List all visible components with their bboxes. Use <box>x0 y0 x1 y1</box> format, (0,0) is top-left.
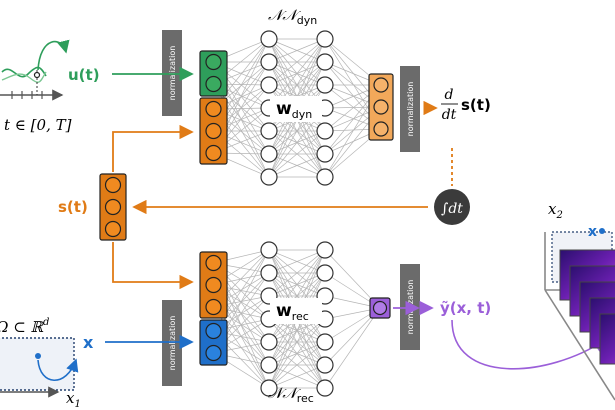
hidden-neuron <box>316 53 334 71</box>
hidden-neuron <box>260 241 278 259</box>
nn-dyn-hidden-layers <box>260 30 334 186</box>
x-sample-point <box>35 353 41 359</box>
connection-edge <box>268 318 326 389</box>
hidden-neuron <box>260 53 278 71</box>
connection-edge <box>268 249 326 297</box>
hidden-neuron <box>316 168 334 186</box>
nn-dyn-output-layer <box>368 73 394 141</box>
x-marker-label: x <box>588 224 597 240</box>
weights-dyn-bg <box>270 96 322 122</box>
nn-dyn-input-layer <box>199 50 228 165</box>
svg-text:normalization: normalization <box>406 280 415 335</box>
output-field-stack <box>544 231 615 401</box>
state-vector-s <box>99 173 127 241</box>
omega-domain-box <box>0 337 75 391</box>
signal-sample-arrow <box>37 39 70 71</box>
hidden-neuron <box>260 379 278 397</box>
connection-edge <box>268 341 326 389</box>
time-domain-label: t ∈ [0, T] <box>4 116 72 134</box>
connection-edge <box>213 38 270 110</box>
x-marker-point <box>599 228 605 234</box>
connection-edge <box>324 307 381 389</box>
svg-text:dt: dt <box>442 107 457 123</box>
nn-rec-output-layer <box>369 297 391 319</box>
svg-text:∫dt: ∫dt <box>441 201 463 217</box>
weights-rec-bg <box>270 298 322 324</box>
connection-edge <box>268 364 326 389</box>
nn-dyn-title: 𝒩𝒩dyn <box>268 6 317 27</box>
hidden-neuron <box>260 30 278 48</box>
hidden-neuron <box>316 379 334 397</box>
s-t-label: s(t) <box>58 198 88 216</box>
hidden-neuron <box>316 333 334 351</box>
svg-text:d: d <box>445 87 454 103</box>
connection-edge <box>268 249 326 343</box>
hidden-neuron <box>260 122 278 140</box>
x-sample-arrow <box>37 358 79 382</box>
normalization-box-rec-output: normalization <box>400 264 420 350</box>
connection-edge <box>268 249 326 274</box>
s-to-dyn-arrow <box>112 124 194 172</box>
output-field-arrow <box>451 319 607 370</box>
hidden-neuron <box>260 333 278 351</box>
nn-rec-input-layer <box>199 251 228 366</box>
s-to-rec-arrow <box>112 242 194 290</box>
svg-text:s(t): s(t) <box>461 96 491 114</box>
weights-rec-label: wrec <box>276 301 309 323</box>
hidden-neuron <box>316 30 334 48</box>
hidden-neuron <box>316 241 334 259</box>
u-t-label: u(t) <box>68 66 100 84</box>
hidden-neuron <box>260 145 278 163</box>
integrator-node: ∫dt <box>434 189 470 225</box>
x1-label: x1 <box>66 389 81 410</box>
normalization-box-rec-input: normalization <box>162 300 182 386</box>
x-label: x <box>83 333 94 352</box>
nn-rec-title: 𝒩𝒩rec <box>268 384 314 405</box>
connection-edge <box>268 38 326 86</box>
weights-dyn-label: wdyn <box>276 99 312 121</box>
connection-edge <box>268 38 326 63</box>
hidden-neuron <box>316 356 334 374</box>
hidden-neuron <box>316 264 334 282</box>
hidden-neuron <box>260 264 278 282</box>
x2-label: x2 <box>548 200 563 221</box>
hidden-neuron <box>260 76 278 94</box>
omega-label: Ω ⊂ ℝd <box>0 317 49 336</box>
ds-dt-label: d dt s(t) <box>441 87 491 123</box>
normalization-box-dyn-input: normalization <box>162 30 182 116</box>
hidden-neuron <box>260 168 278 186</box>
svg-text:normalization: normalization <box>168 316 177 371</box>
hidden-neuron <box>316 145 334 163</box>
svg-text:normalization: normalization <box>168 46 177 101</box>
normalization-box-dyn-output: normalization <box>400 66 420 152</box>
connection-edge <box>268 153 326 178</box>
hidden-neuron <box>316 76 334 94</box>
svg-text:normalization: normalization <box>406 82 415 137</box>
hidden-neuron <box>260 356 278 374</box>
hidden-neuron <box>316 122 334 140</box>
y-tilde-label: ỹ(x, t) <box>440 299 491 317</box>
connection-edge <box>268 272 326 389</box>
input-signal-plot <box>0 66 64 101</box>
connection-edge <box>268 130 326 178</box>
